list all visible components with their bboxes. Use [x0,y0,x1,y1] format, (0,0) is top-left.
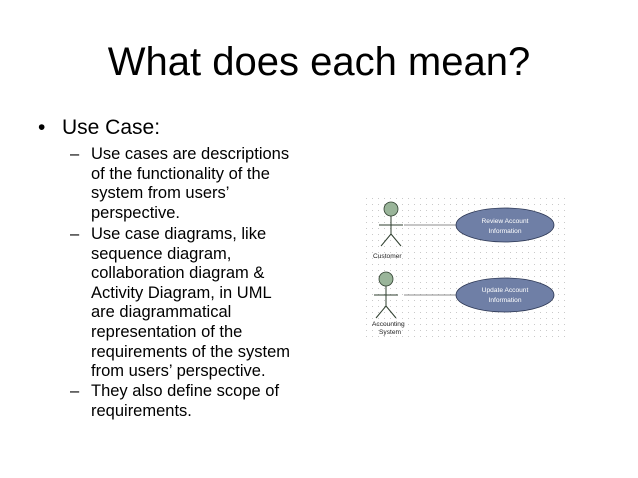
sub-marker: – [70,382,80,400]
use-case-update-account [455,277,555,313]
actor-label: Accounting [372,321,405,328]
bullet-text: Use Case: [62,116,161,139]
sub-point-text: Use cases are descriptions of the functi… [91,145,290,222]
actor-accounting-system [374,271,398,319]
use-case-label: Review Account [482,218,529,225]
actor-label: System [379,329,401,336]
use-case-review-account [455,207,555,243]
slide-title: What does each mean? [107,40,531,84]
actor-label: Customer [373,253,402,260]
use-case-label: Information [489,297,522,304]
use-case-diagram-svg: Customer Accounting System Review Accoun… [364,196,568,342]
use-case-label: Update Account [482,287,529,294]
sub-marker: – [70,225,80,243]
sub-point-text: They also define scope of requirements. [91,382,280,420]
sub-marker: – [70,145,80,163]
bullet-marker: • [38,116,46,139]
sub-point-text: Use case diagrams, like sequence diagram… [91,225,290,381]
actor-customer [379,201,403,247]
use-case-label: Information [489,228,522,235]
use-case-diagram: Customer Accounting System Review Accoun… [364,196,568,342]
